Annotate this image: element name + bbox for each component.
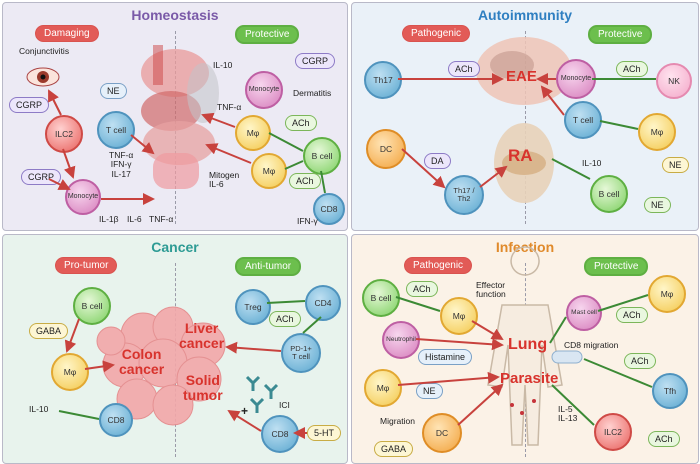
cancer-title: Cancer (151, 239, 199, 255)
ne-pill-1: NE (662, 157, 689, 173)
damaging-tag: Damaging (35, 25, 99, 42)
histamine-pill: Histamine (418, 349, 473, 365)
cd8-cell: CD8 (313, 193, 345, 225)
ach-pill-2: ACh (289, 173, 321, 189)
pro-tumor-tag: Pro-tumor (55, 257, 118, 274)
infection-panel: Infection Pathogenic Protective B cell A… (351, 234, 699, 464)
b-cell: B cell (73, 287, 111, 325)
autoimmunity-title: Autoimmunity (477, 7, 573, 23)
human-silhouette (487, 246, 583, 446)
neutrophil-cell: Neutrophil (382, 321, 420, 359)
effector-function-label: Effector function (476, 280, 506, 300)
nk-cell: NK (656, 63, 692, 99)
mast-cell: Mast cell (566, 295, 602, 331)
ach-pill-2: ACh (616, 307, 648, 323)
macrophage-cell: Mφ (638, 113, 676, 151)
body-organs-illustration (141, 45, 219, 189)
ach-pill: ACh (269, 311, 301, 327)
il1b-label: IL-1β (99, 214, 119, 224)
parasite-label: Parasite (500, 370, 559, 387)
b-cell: B cell (303, 137, 341, 175)
pathogenic-tag: Pathogenic (404, 257, 473, 274)
ach-right-pill: ACh (616, 61, 648, 77)
ach-pill-1: ACh (285, 115, 317, 131)
b-cell: B cell (362, 279, 400, 317)
plus-label: + (241, 404, 249, 418)
monocyte-cell: Monocyte (556, 59, 596, 99)
ilc2-cell: ILC2 (594, 413, 632, 451)
conjunctivitis-label: Conjunctivitis (19, 46, 70, 56)
tfh-cell: Tfh (652, 373, 688, 409)
gaba-pill: GABA (374, 441, 414, 457)
protective-tag: Protective (584, 257, 649, 276)
dc-cell: DC (366, 129, 406, 169)
t-cell-cytokines: TNF-α IFN-γ IL-17 (109, 150, 134, 179)
ifng-label: IFN-γ (297, 216, 318, 226)
ne-pill-2: NE (644, 197, 671, 213)
solid-tumor-label: Solid tumor (183, 372, 223, 403)
monocyte-right-cell: Monocyte (245, 71, 283, 109)
mitogen-label: Mitogen IL-6 (209, 170, 240, 190)
ici-label: ICI (279, 400, 290, 410)
protective-tag: Protective (235, 25, 300, 44)
da-pill: DA (424, 153, 451, 169)
macrophage-cell: Mφ (51, 353, 89, 391)
macrophage-right-cell: Mφ (648, 275, 686, 313)
cgrp-pill-2: CGRP (21, 169, 62, 185)
homeostasis-title: Homeostasis (131, 7, 219, 23)
autoimmunity-panel: Autoimmunity Pathogenic Protective Th17 … (351, 2, 699, 231)
cgrp-pill-1: CGRP (9, 97, 50, 113)
gaba-pill: GABA (29, 323, 69, 339)
macrophage-2-cell: Mφ (251, 153, 287, 189)
ra-label: RA (508, 146, 533, 165)
il6-label: IL-6 (127, 214, 142, 224)
th17-th2-cell: Th17 / Th2 (444, 175, 484, 215)
ach-pill-1: ACh (406, 281, 438, 297)
liver-cancer-label: Liver cancer (179, 320, 225, 351)
t-cell: T cell (564, 101, 602, 139)
ne-pill: NE (100, 83, 127, 99)
il10-label: IL-10 (213, 60, 233, 70)
il10-label: IL-10 (29, 404, 49, 414)
protective-tag: Protective (588, 25, 653, 44)
macrophage-2-cell: Mφ (364, 369, 402, 407)
ach-pill-4: ACh (648, 431, 680, 447)
cancer-panel: Cancer Pro-tumor Anti-tumor B cell GABA … (2, 234, 348, 464)
cd8-migration-label: CD8 migration (564, 340, 619, 350)
tnfa-right-label: TNF-α (217, 102, 242, 112)
ach-left-pill: ACh (448, 61, 480, 77)
t-cell: T cell (97, 111, 135, 149)
cgrp-right-pill: CGRP (295, 53, 336, 69)
dc-cell: DC (422, 413, 462, 453)
homeostasis-panel: Homeostasis Damaging Protective Conjunct… (2, 2, 348, 231)
macrophage-1-cell: Mφ (440, 297, 478, 335)
cd8-right-cell: CD8 (261, 415, 299, 453)
colon-cancer-label: Colon cancer (119, 346, 165, 377)
il10-label: IL-10 (582, 158, 602, 168)
tnfa-bottom-label: TNF-α (149, 214, 174, 224)
il5-il13-label: IL-5 IL-13 (558, 404, 578, 424)
pathogenic-tag: Pathogenic (402, 25, 471, 42)
eae-label: EAE (506, 68, 537, 85)
brain-joint-illustration (476, 37, 572, 203)
migration-label: Migration (380, 416, 415, 426)
ne-pill: NE (416, 383, 443, 399)
b-cell: B cell (590, 175, 628, 213)
5ht-pill: 5-HT (307, 425, 341, 441)
th17-cell: Th17 (364, 61, 402, 99)
lung-label: Lung (508, 336, 548, 353)
anti-tumor-tag: Anti-tumor (235, 257, 302, 276)
ach-pill-3: ACh (624, 353, 656, 369)
pd1-t-cell: PD-1+ T cell (281, 333, 321, 373)
cd8-left-cell: CD8 (99, 403, 133, 437)
treg-cell: Treg (235, 289, 271, 325)
cd4-cell: CD4 (305, 285, 341, 321)
dermatitis-label: Dermatitis (293, 88, 332, 98)
monocyte-left-cell: Monocyte (65, 179, 101, 215)
macrophage-1-cell: Mφ (235, 115, 271, 151)
ilc2-cell: ILC2 (45, 115, 83, 153)
tumor-mass-illustration (96, 306, 226, 426)
